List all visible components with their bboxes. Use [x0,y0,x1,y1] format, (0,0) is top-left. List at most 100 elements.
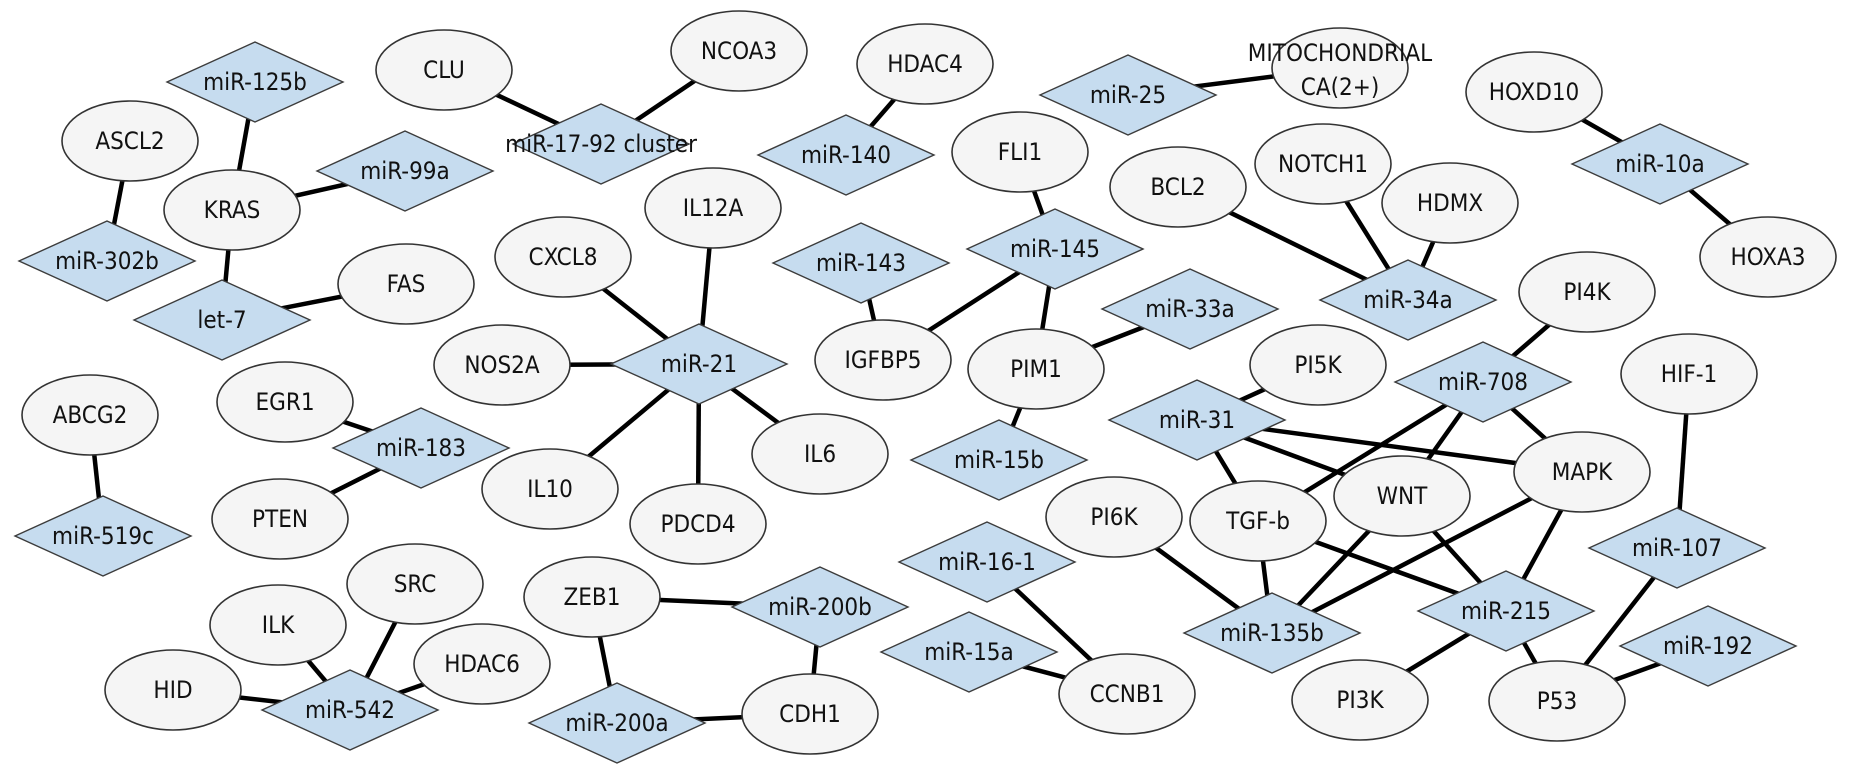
node-label: miR-135b [1220,619,1324,647]
gene-node-igfbp5[interactable]: IGFBP5 [814,319,952,401]
mirna-node-mir-143[interactable]: miR-143 [771,222,951,304]
gene-node-pi3k[interactable]: PI3K [1291,659,1429,741]
mirna-node-mir-15a[interactable]: miR-15a [879,611,1059,693]
diamond-shape [909,419,1089,501]
mirna-node-mir-25[interactable]: miR-25 [1038,54,1218,136]
mirna-node-mir-708[interactable]: miR-708 [1393,341,1573,423]
diamond-shape [511,103,691,185]
mirna-node-mir-135b[interactable]: miR-135b [1182,592,1362,674]
gene-node-pi5k[interactable]: PI5K [1249,324,1387,406]
node-label: HOXA3 [1731,243,1806,271]
mirna-node-mir-33a[interactable]: miR-33a [1100,268,1280,350]
node-label: miR-200a [565,709,668,737]
node-label: FLI1 [998,138,1043,166]
mirna-node-mir-192[interactable]: miR-192 [1618,605,1798,687]
gene-node-hdmx[interactable]: HDMX [1381,162,1519,244]
gene-node-il10[interactable]: IL10 [481,448,619,530]
node-label: NOTCH1 [1278,150,1368,178]
mirna-node-mir-519c[interactable]: miR-519c [13,495,193,577]
mirna-node-mir-31[interactable]: miR-31 [1107,379,1287,461]
gene-node-ncoa3[interactable]: NCOA3 [670,10,808,92]
ellipse-shape [1620,333,1758,415]
mirna-node-mir-16-1[interactable]: miR-16-1 [897,521,1077,603]
gene-node-hoxd10[interactable]: HOXD10 [1465,51,1603,133]
gene-node-pdcd4[interactable]: PDCD4 [629,483,767,565]
diamond-shape [1038,54,1218,136]
gene-node-bcl2[interactable]: BCL2 [1109,146,1247,228]
gene-node-p53[interactable]: P53 [1488,660,1626,742]
ellipse-shape [1488,660,1626,742]
diamond-shape [609,323,789,405]
node-label: miR-143 [816,249,906,277]
mirna-node-mir-99a[interactable]: miR-99a [315,130,495,212]
diamond-shape [1618,605,1798,687]
mirna-node-mir-215[interactable]: miR-215 [1416,570,1596,652]
ellipse-shape [481,448,619,530]
gene-node-pim1[interactable]: PIM1 [967,328,1105,410]
gene-node-hoxa3[interactable]: HOXA3 [1699,216,1837,298]
diamond-shape [897,521,1077,603]
gene-node-notch1[interactable]: NOTCH1 [1254,123,1392,205]
node-label: PIM1 [1010,355,1062,383]
node-label: IL6 [804,440,836,468]
gene-node-fli1[interactable]: FLI1 [951,111,1089,193]
mirna-node-mir-17-92[interactable]: miR-17-92 cluster [505,103,697,185]
gene-node-egr1[interactable]: EGR1 [216,361,354,443]
gene-node-hif-1[interactable]: HIF-1 [1620,333,1758,415]
node-label: P53 [1537,687,1578,715]
ellipse-shape [1058,653,1196,735]
mirna-node-mir-107[interactable]: miR-107 [1587,507,1767,589]
gene-node-pi4k[interactable]: PI4K [1518,251,1656,333]
ellipse-shape [413,623,551,705]
node-label: miR-17-92 cluster [505,130,697,158]
gene-node-kras[interactable]: KRAS [163,169,301,251]
gene-node-clu[interactable]: CLU [375,29,513,111]
gene-node-wnt[interactable]: WNT [1333,455,1471,537]
node-label: miR-140 [801,141,891,169]
mirna-node-mir-542[interactable]: miR-542 [260,669,440,751]
gene-node-ccnb1[interactable]: CCNB1 [1058,653,1196,735]
ellipse-shape [104,649,242,731]
ellipse-shape [967,328,1105,410]
mirna-node-let-7[interactable]: let-7 [132,279,312,361]
gene-node-src[interactable]: SRC [346,543,484,625]
gene-node-ascl2[interactable]: ASCL2 [61,100,199,182]
node-label: SRC [394,570,437,598]
node-label: miR-192 [1663,632,1753,660]
mirna-node-mir-125b[interactable]: miR-125b [165,41,345,123]
mirna-node-mir-183[interactable]: miR-183 [331,407,511,489]
gene-node-ilk[interactable]: ILK [209,584,347,666]
gene-node-mapk[interactable]: MAPK [1513,431,1651,513]
gene-node-il12a[interactable]: IL12A [644,167,782,249]
gene-node-il6[interactable]: IL6 [751,413,889,495]
gene-node-nos2a[interactable]: NOS2A [433,324,571,406]
gene-node-zeb1[interactable]: ZEB1 [523,556,661,638]
mirna-node-mir-200a[interactable]: miR-200a [527,682,707,764]
gene-node-hid[interactable]: HID [104,649,242,731]
mirna-node-mir-302b[interactable]: miR-302b [17,220,197,302]
mirna-node-mir-140[interactable]: miR-140 [756,114,936,196]
gene-node-fas[interactable]: FAS [337,243,475,325]
node-label: MAPK [1552,458,1613,486]
gene-node-hdac6[interactable]: HDAC6 [413,623,551,705]
gene-node-hdac4[interactable]: HDAC4 [856,23,994,105]
ellipse-shape [1109,146,1247,228]
gene-node-pten[interactable]: PTEN [211,478,349,560]
mirna-node-mir-10a[interactable]: miR-10a [1570,123,1750,205]
node-label: TGF-b [1225,507,1290,535]
ellipse-shape [1249,324,1387,406]
diamond-shape [965,208,1145,290]
mirna-node-mir-34a[interactable]: miR-34a [1318,259,1498,341]
gene-node-abcg2[interactable]: ABCG2 [21,374,159,456]
mirna-node-mir-15b[interactable]: miR-15b [909,419,1089,501]
gene-node-tgf-b[interactable]: TGF-b [1189,480,1327,562]
mirna-node-mir-21[interactable]: miR-21 [609,323,789,405]
diamond-shape [1393,341,1573,423]
gene-node-pi6k[interactable]: PI6K [1045,476,1183,558]
ellipse-shape [21,374,159,456]
gene-node-cdh1[interactable]: CDH1 [741,673,879,755]
mirna-node-mir-145[interactable]: miR-145 [965,208,1145,290]
gene-node-cxcl8[interactable]: CXCL8 [494,216,632,298]
mirna-node-mir-200b[interactable]: miR-200b [730,566,910,648]
